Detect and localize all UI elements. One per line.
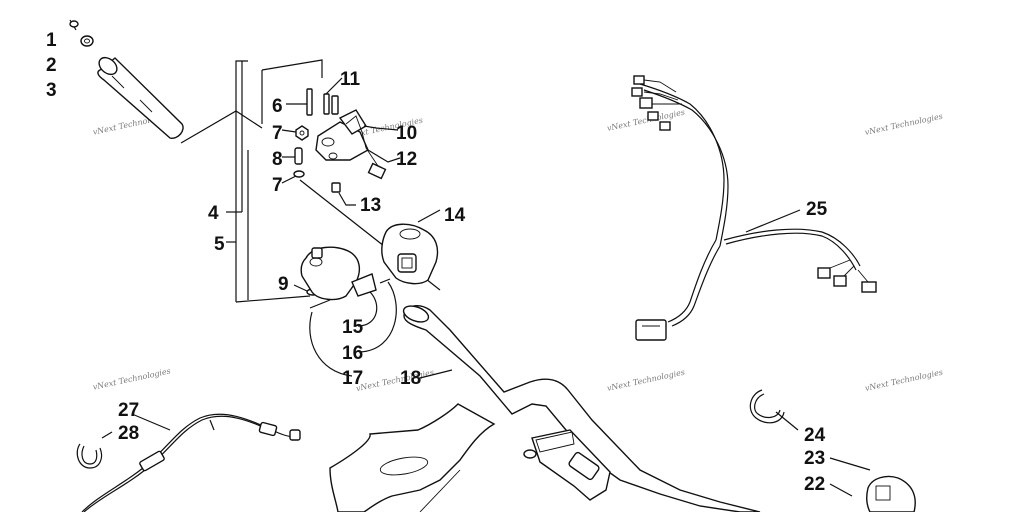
- callout-7: 7: [272, 123, 283, 144]
- watermark: vNext Technologies: [92, 366, 172, 391]
- callout-9: 9: [278, 274, 289, 295]
- watermark: vNext Technologies: [355, 368, 435, 393]
- callout-18: 18: [400, 368, 421, 389]
- callout-5: 5: [214, 234, 225, 255]
- watermark: vNext Technologies: [864, 112, 944, 137]
- callout-labels: 1 2 3 4 5 6 7 7 8 9 10 11 12 13 14 15 16…: [46, 30, 828, 495]
- callout-2: 2: [46, 55, 57, 76]
- switch-bracket-outline: [226, 59, 323, 303]
- callout-4: 4: [208, 203, 219, 224]
- bar-throttle-block: [523, 429, 611, 501]
- callout-10: 10: [396, 123, 417, 144]
- callout-22: 22: [804, 474, 825, 495]
- callout-12: 12: [396, 149, 417, 170]
- callout-11: 11: [340, 69, 361, 90]
- callout-7: 7: [272, 175, 283, 196]
- watermark: vNext Technologies: [606, 108, 686, 133]
- callout-6: 6: [272, 96, 283, 117]
- callout-8: 8: [272, 149, 283, 170]
- callout-17: 17: [342, 368, 363, 389]
- handlebar: [402, 305, 761, 512]
- handlebar-pad: [329, 403, 496, 512]
- clip-and-switch: [749, 389, 916, 512]
- callout-15: 15: [342, 317, 364, 338]
- callout-23: 23: [804, 448, 825, 469]
- callout-27: 27: [118, 400, 139, 421]
- callout-3: 3: [46, 80, 57, 101]
- callout-14: 14: [444, 205, 466, 226]
- control-switch-housing: [381, 209, 441, 285]
- watermark: vNext Technologies: [864, 368, 944, 393]
- callout-13: 13: [360, 195, 381, 216]
- callout-24: 24: [804, 425, 826, 446]
- throttle-cable: [76, 413, 301, 512]
- hand-grip-assembly: [69, 19, 263, 144]
- wiring-harness: [631, 75, 877, 341]
- callout-16: 16: [342, 343, 363, 364]
- small-hardware: [281, 77, 356, 296]
- callout-1: 1: [46, 30, 57, 51]
- lower-switch-housing: [300, 246, 397, 377]
- throttle-switch: [299, 109, 441, 291]
- callout-28: 28: [118, 423, 139, 444]
- callout-25: 25: [806, 199, 828, 220]
- watermark: vNext Technologies: [606, 368, 686, 393]
